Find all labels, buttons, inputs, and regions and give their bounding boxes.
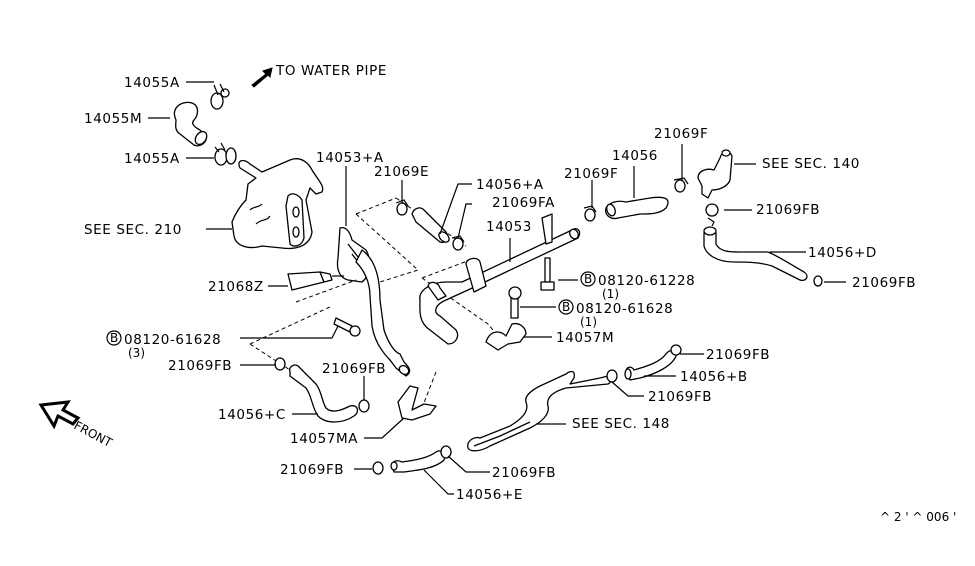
hose-14055m: [173, 101, 208, 147]
front-label: FRONT: [72, 418, 115, 450]
callout-21069fb-c: 21069FB: [168, 358, 232, 374]
callout-14057m: 14057M: [556, 330, 614, 346]
hose-14056b: [606, 344, 682, 383]
clamp-21069f-left: [583, 205, 597, 222]
to-water-pipe-label: TO WATER PIPE: [275, 63, 387, 79]
callout-21069f-right: 21069F: [654, 126, 708, 142]
callout-14056e: 14056+E: [456, 487, 523, 503]
callout-14053: 14053: [486, 219, 532, 235]
callout-14056a: 14056+A: [476, 177, 544, 193]
svg-text:08120-61628: 08120-61628: [124, 332, 221, 348]
hose-14056c: [274, 357, 370, 423]
hose-14056a: [411, 207, 450, 244]
callout-see-sec-140: SEE SEC. 140: [762, 156, 860, 172]
svg-text:B: B: [110, 331, 118, 345]
callout-21069f-left: 21069F: [564, 166, 618, 182]
front-arrow-icon: [38, 400, 81, 430]
callout-bolt-08120-61228: B 08120-61228 (1): [580, 271, 695, 301]
callout-14056: 14056: [612, 148, 658, 164]
bolt-marker-icon: [558, 299, 574, 315]
thermostat-housing: [231, 158, 324, 250]
leader-lines: [148, 81, 846, 495]
callout-21069fb-e: 21069FB: [706, 347, 770, 363]
bracket-14057ma: [397, 385, 437, 421]
callout-bolt-08120-61628-x1: B 08120-61628 (1): [558, 299, 673, 329]
bolt-08120-61628-x1: [508, 286, 522, 319]
callout-14055a-bottom: 14055A: [124, 151, 180, 167]
svg-text:08120-61228: 08120-61228: [598, 273, 695, 289]
callout-21069fa: 21069FA: [492, 195, 555, 211]
callout-21069fb-d: 21069FB: [322, 361, 386, 377]
pipe-sec148: [467, 370, 612, 452]
bolt-marker-icon: [106, 330, 122, 346]
callout-14055a-top: 14055A: [124, 75, 180, 91]
clamp-21069f-right: [673, 177, 689, 193]
water-pipe-arrow-icon: [251, 67, 273, 88]
svg-text:08120-61628: 08120-61628: [576, 301, 673, 317]
callout-21069fb-g: 21069FB: [280, 462, 344, 478]
hose-14056d: [703, 226, 823, 287]
callout-14056d: 14056+D: [808, 245, 877, 261]
callout-21068z: 21068Z: [208, 279, 264, 295]
clamp-21069fb-right-top: [705, 203, 719, 227]
callout-21069e: 21069E: [374, 164, 429, 180]
bolt-08120-61228: [540, 257, 555, 291]
clamp-14055a-bottom: [214, 142, 237, 166]
callout-14056c: 14056+C: [218, 407, 286, 423]
callout-14055m: 14055M: [84, 111, 142, 127]
svg-text:(3): (3): [128, 346, 145, 360]
callout-21069fb-h: 21069FB: [492, 465, 556, 481]
water-outlet-sec140: [697, 149, 733, 199]
svg-text:(1): (1): [580, 315, 597, 329]
clamp-21069fa: [451, 235, 465, 251]
svg-text:B: B: [584, 272, 592, 286]
clamp-14055a-top: [210, 83, 230, 110]
callout-see-sec-148: SEE SEC. 148: [572, 416, 670, 432]
sensor-21068z: [287, 271, 344, 291]
callout-21069fb-f: 21069FB: [648, 389, 712, 405]
callout-bolt-08120-61628-x3: B 08120-61628 (3): [106, 330, 221, 360]
svg-text:B: B: [562, 300, 570, 314]
callout-21069fb-b: 21069FB: [852, 275, 916, 291]
callout-21069fb-a: 21069FB: [756, 202, 820, 218]
pipe-14053a: [355, 249, 411, 377]
callout-14057ma: 14057MA: [290, 431, 358, 447]
callout-14053a: 14053+A: [316, 150, 384, 166]
clamp-21069e: [395, 199, 409, 216]
pipe-14053: [419, 213, 581, 345]
callout-14056b: 14056+B: [680, 369, 748, 385]
callout-see-sec-210: SEE SEC. 210: [84, 222, 182, 238]
figure-code: ^ 2 ' ^ 006 ': [880, 510, 956, 524]
svg-text:(1): (1): [602, 287, 619, 301]
hose-14056: [605, 196, 669, 220]
bracket-14057m: [485, 322, 527, 351]
hose-14056e: [372, 445, 452, 475]
bolt-marker-icon: [580, 271, 596, 287]
guide-dashed-3: [417, 259, 499, 419]
bolt-08120-61628-x3: [333, 317, 361, 337]
